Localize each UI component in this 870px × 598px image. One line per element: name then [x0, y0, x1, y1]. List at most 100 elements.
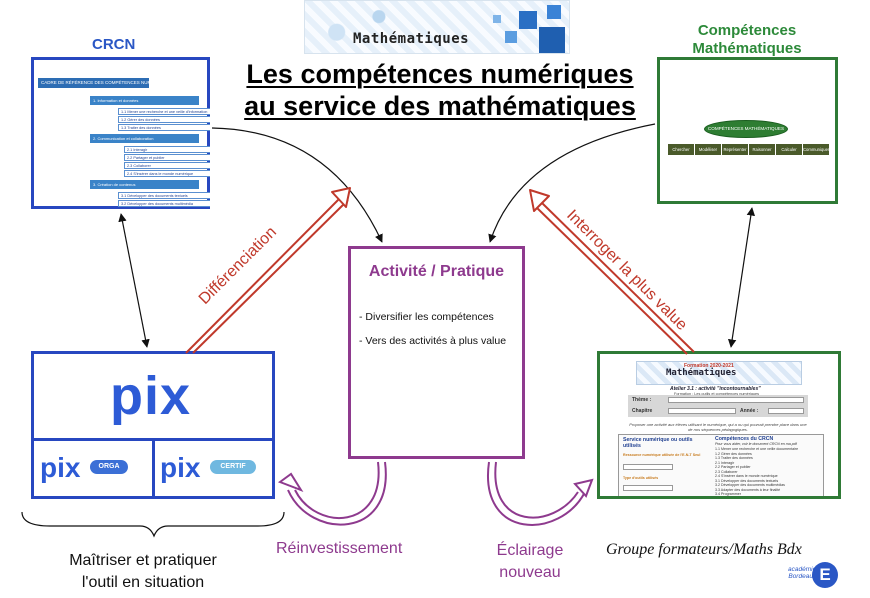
crcn-item: 1.1 Mener une recherche et une veille d'…: [118, 108, 210, 115]
pix-certif-logo: pix: [160, 452, 201, 483]
chapitre-select[interactable]: [668, 408, 736, 414]
crcn-line: 3.1 Développer des documents textuels: [715, 478, 779, 483]
pix-divider-vertical: [152, 438, 155, 496]
crcn-line: 2.1 Interagir: [715, 460, 735, 465]
right-column-sub: Pour vous aider, voir le document CRCN e…: [715, 442, 797, 446]
crcn-item: 2.1 Interagir: [124, 146, 210, 153]
formation-banner: [636, 361, 802, 385]
skill-modeliser: Modéliser: [695, 144, 721, 155]
skill-chercher: Chercher: [668, 144, 694, 155]
formation-atelier-sub: Formation : Les outils et compétences nu…: [674, 392, 760, 396]
eclairage-label: Éclairage nouveau: [482, 540, 578, 584]
formation-prompt: Proposer une activité aux élèves utilisa…: [629, 422, 807, 432]
competences-box: COMPÉTENCES MATHÉMATIQUES Chercher Modél…: [657, 57, 838, 204]
fractal-decoration: [489, 1, 569, 53]
academie-line-2: Bordeaux: [788, 573, 817, 580]
left-column-a: Ressource numérique utilisée de l'E-N-T …: [623, 453, 701, 457]
formation-table: Service numérique ou outils utilisés Res…: [618, 434, 824, 496]
resource-select[interactable]: [623, 464, 673, 470]
formation-banner-title: Mathématiques: [666, 368, 737, 378]
skill-representer: Représenter: [722, 144, 748, 155]
activity-box: Activité / Pratique - Diversifier les co…: [348, 246, 525, 459]
skill-communiquer: Communiquer: [803, 144, 829, 155]
maitriser-line-1: Maîtriser et pratiquer: [69, 552, 217, 569]
crcn-header: CADRE DE RÉFÉRENCE DES COMPÉTENCES NUMÉR…: [38, 78, 149, 88]
crcn-item: 2.2 Partager et publier: [124, 154, 210, 161]
annee-label: Année :: [740, 408, 759, 414]
crcn-domain-3: 3. Création de contenus: [90, 180, 199, 189]
competences-to-activity-arrow: [488, 123, 656, 243]
crcn-item: 1.3 Traiter des données: [118, 124, 210, 131]
crcn-item: 2.4 S'insérer dans le monde numérique: [124, 170, 210, 177]
crcn-label: CRCN: [92, 36, 136, 53]
formation-year: Formation 2020-2021: [684, 363, 734, 369]
crcn-line: 3.3 Adapter des documents à leur finalit…: [715, 487, 781, 492]
reinvestissement-arrow: [277, 461, 387, 526]
competences-oval: COMPÉTENCES MATHÉMATIQUES: [704, 120, 788, 138]
theme-select[interactable]: [668, 397, 804, 403]
activity-title: Activité / Pratique: [368, 263, 505, 280]
annee-select[interactable]: [768, 408, 804, 414]
crcn-line: 1.1 Mener une recherche et une veille do…: [715, 447, 799, 451]
crcn-line: 3.2 Développer des documents multimédias: [715, 483, 785, 487]
differenciation-label: Différenciation: [196, 224, 280, 308]
academie-logo-icon: E: [812, 562, 838, 588]
theme-label: Thème :: [632, 397, 652, 403]
banner-text: Mathématiques: [353, 31, 470, 47]
title-line-2: au service des mathématiques: [244, 91, 636, 121]
pix-box: pix pix ORGA pix CERTIF: [31, 351, 275, 499]
crcn-line: 2.4 S'insérer dans le monde numérique: [715, 474, 778, 478]
differenciation-arrow: [185, 187, 351, 354]
crcn-item: 1.2 Gérer des données: [118, 116, 210, 123]
groupe-formateurs-text: Groupe formateurs/Maths Bdx: [606, 541, 802, 558]
formation-fields: Thème : Chapitre Année :: [628, 395, 808, 417]
pix-brace: [21, 511, 285, 538]
right-column-title: Compétences du CRCN: [715, 436, 774, 442]
competences-label-line-2: Mathématiques: [692, 40, 802, 57]
tool-type-select[interactable]: [623, 485, 673, 491]
eclairage-arrow: [486, 461, 594, 526]
crcn-item: 3.2 Développer des documents multimédia: [118, 200, 210, 207]
skill-raisonner: Raisonner: [749, 144, 775, 155]
crcn-domain-2: 2. Communication et collaboration: [90, 134, 199, 143]
crcn-pix-double-arrow: [118, 213, 150, 348]
crcn-item: 3.1 Développer des documents textuels: [118, 192, 210, 199]
page-title: Les compétences numériques au service de…: [210, 58, 670, 122]
reinvestissement-label: Réinvestissement: [276, 540, 403, 557]
activity-item-2: - Vers des activités à plus value: [359, 335, 507, 347]
crcn-domain-1: 1. Information et données: [90, 96, 199, 105]
formation-sheet-box: Formation 2020-2021 Mathématiques Atelie…: [597, 351, 841, 499]
crcn-item: 2.3 Collaborer: [124, 162, 210, 169]
pix-logo: pix: [110, 366, 192, 426]
skill-calculer: Calculer: [776, 144, 802, 155]
crcn-line: 2.2 Partager et publier: [715, 465, 751, 469]
interroger-arrow: [529, 189, 695, 355]
academie-line-1: académie: [788, 566, 817, 573]
mathematiques-banner: Mathématiques: [304, 0, 570, 54]
left-column-b: Type d'outils utilisés: [623, 476, 659, 480]
crcn-line: 2.3 Collaborer: [715, 469, 738, 474]
crcn-line: 3.4 Programmer: [715, 492, 741, 496]
competences-formation-double-arrow: [727, 207, 756, 348]
competences-label-line-1: Compétences: [697, 22, 797, 39]
pix-orga-logo: pix: [40, 452, 81, 483]
crcn-line: 1.3 Traiter des données: [715, 456, 753, 460]
eclairage-line-2: nouveau: [499, 564, 561, 581]
eclairage-line-1: Éclairage: [496, 542, 564, 559]
crcn-box: CADRE DE RÉFÉRENCE DES COMPÉTENCES NUMÉR…: [31, 57, 210, 209]
activity-item-1: - Diversifier les compétences: [359, 311, 494, 323]
left-column-title: Service numérique ou outils utilisés: [623, 437, 693, 449]
interroger-label: Interroger la plus value: [563, 207, 690, 334]
pix-orga-tag: ORGA: [90, 460, 128, 474]
maitriser-text: Maîtriser et pratiquer l'outil en situat…: [28, 550, 258, 594]
crcn-to-activity-arrow: [211, 127, 383, 243]
maitriser-line-2: l'outil en situation: [81, 574, 205, 591]
crcn-line: 1.2 Gérer des données: [715, 451, 752, 456]
academie-text: académie Bordeaux: [788, 566, 816, 580]
competences-skill-row: Chercher Modéliser Représenter Raisonner…: [668, 144, 829, 155]
chapitre-label: Chapitre: [632, 408, 653, 414]
pix-certif-tag: CERTIF: [210, 460, 256, 474]
title-line-1: Les compétences numériques: [246, 59, 634, 89]
competences-label: Compétences Mathématiques: [660, 22, 834, 58]
